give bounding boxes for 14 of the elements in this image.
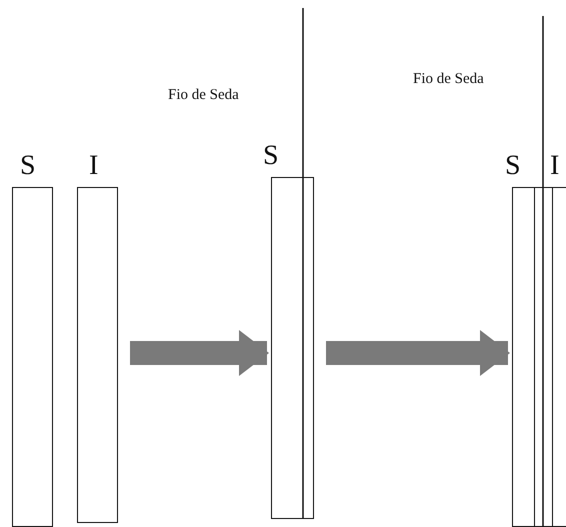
thread-label: Fio de Seda xyxy=(413,70,484,88)
strip xyxy=(512,187,553,527)
block-arrow xyxy=(130,330,269,376)
block-arrow xyxy=(326,330,510,376)
strip xyxy=(271,177,314,519)
strip-label: S xyxy=(505,152,521,180)
strip xyxy=(12,187,53,527)
thread-label: Fio de Seda xyxy=(168,86,239,104)
strip-label: S xyxy=(20,152,36,180)
strip-label: S xyxy=(263,142,279,170)
strip xyxy=(534,187,566,527)
strip-label: I xyxy=(550,152,560,180)
strip xyxy=(77,187,118,523)
strip-label: I xyxy=(89,152,98,180)
